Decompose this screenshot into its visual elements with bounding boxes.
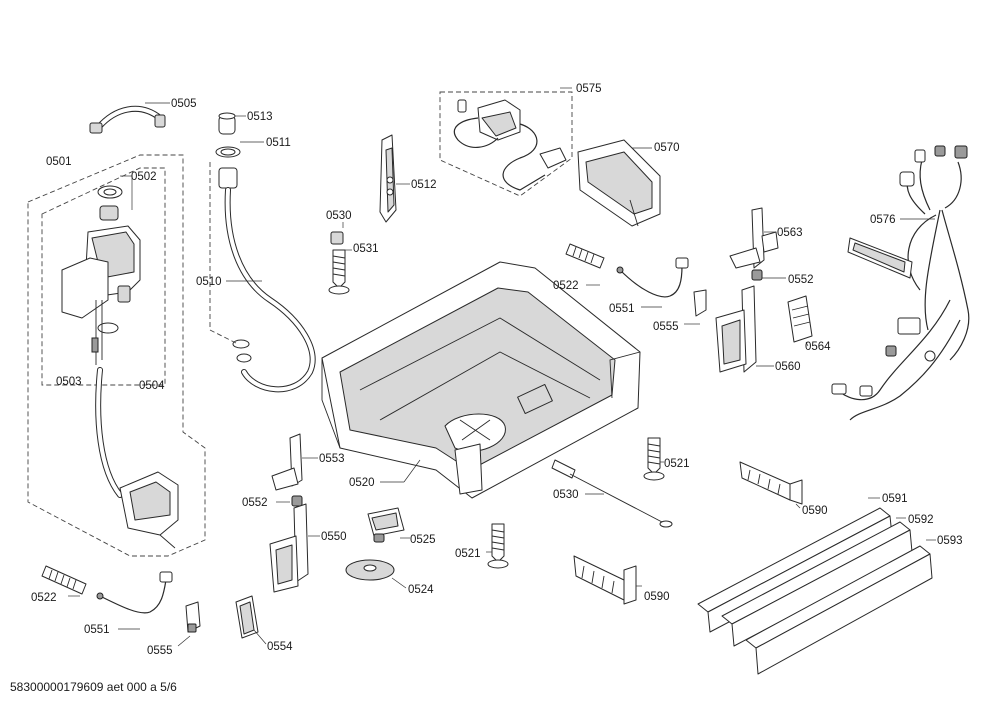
part-0590-latch-lower <box>573 555 642 605</box>
part-0552-spring-clip-lower <box>276 495 303 507</box>
part-0530-rod <box>551 459 673 528</box>
part-0521-screw-lower <box>486 523 509 569</box>
label-0552: 0552 <box>242 497 268 509</box>
label-0553: 0553 <box>319 453 345 465</box>
part-0564-latch-block <box>787 295 813 347</box>
label-0575: 0575 <box>576 83 602 95</box>
part-0505-hose <box>89 102 170 134</box>
label-0590: 0590 <box>802 505 828 517</box>
label-0530: 0530 <box>326 210 352 222</box>
label-0590: 0590 <box>644 591 670 603</box>
label-0521: 0521 <box>455 548 481 560</box>
part-0502-water-valve <box>61 175 141 365</box>
document-reference-footer: 58300000179609 aet 000 a 5/6 <box>10 680 177 694</box>
part-0522-spring-upper <box>565 243 605 286</box>
label-0513: 0513 <box>247 111 273 123</box>
label-0551: 0551 <box>84 624 110 636</box>
label-0592: 0592 <box>908 514 934 526</box>
label-0502: 0502 <box>131 171 157 183</box>
label-0554: 0554 <box>267 641 293 653</box>
part-0525-catch <box>367 507 410 543</box>
part-0554-bracket <box>235 595 267 645</box>
label-0521: 0521 <box>664 458 690 470</box>
label-0555: 0555 <box>147 645 173 657</box>
part-0551-sensor-cable-lower <box>96 571 173 630</box>
part-0524-disc <box>345 559 407 589</box>
label-0522: 0522 <box>31 592 57 604</box>
part-labels: 0505 0513 0511 0501 0502 0510 0503 0504 … <box>31 83 963 657</box>
label-0503: 0503 <box>56 376 82 388</box>
part-0563-hinge-bracket <box>729 207 779 269</box>
part-0504-inlet-hose <box>95 367 179 549</box>
label-0530: 0530 <box>553 489 579 501</box>
part-0593-plinth-panel <box>745 539 936 675</box>
part-0513-cap <box>218 112 246 135</box>
label-0551: 0551 <box>609 303 635 315</box>
part-0555-clip-lower <box>177 601 201 647</box>
part-0512-air-break <box>379 134 410 223</box>
label-0522: 0522 <box>553 280 579 292</box>
part-0530-nut <box>330 222 344 245</box>
label-0563: 0563 <box>777 227 803 239</box>
label-0524: 0524 <box>408 584 434 596</box>
part-0522-spring-lower <box>41 565 87 597</box>
part-0590-latch-upper <box>739 461 803 509</box>
part-0575-pump <box>453 99 567 191</box>
part-0551-sensor-cable-upper <box>616 257 689 308</box>
label-0552: 0552 <box>788 274 814 286</box>
part-0521-screw-upper <box>643 437 665 481</box>
label-0560: 0560 <box>775 361 801 373</box>
part-0511-clamp <box>215 141 264 158</box>
part-0510-drain-hose <box>209 162 316 393</box>
part-0552-spring-clip-top <box>751 269 786 281</box>
part-0520-base-tub <box>321 261 641 499</box>
label-0520: 0520 <box>349 477 375 489</box>
part-0576-wiring-harness <box>831 145 970 421</box>
label-0511: 0511 <box>266 137 291 149</box>
label-0531: 0531 <box>353 243 379 255</box>
label-0555: 0555 <box>653 321 679 333</box>
part-0592-plinth-panel <box>721 517 913 647</box>
assembly-0575-dashed-outline <box>439 87 573 197</box>
label-0570: 0570 <box>654 142 680 154</box>
label-0510: 0510 <box>196 276 222 288</box>
part-0550-hinge-plate <box>269 503 320 593</box>
label-0593: 0593 <box>937 535 963 547</box>
part-0555-clip-upper <box>684 289 707 325</box>
label-0512: 0512 <box>411 179 437 191</box>
label-0550: 0550 <box>321 531 347 543</box>
label-0525: 0525 <box>410 534 436 546</box>
label-0504: 0504 <box>139 380 165 392</box>
label-0576: 0576 <box>870 214 896 226</box>
label-0564: 0564 <box>805 341 831 353</box>
label-0591: 0591 <box>882 493 908 505</box>
label-0505: 0505 <box>171 98 197 110</box>
label-0501: 0501 <box>46 156 72 168</box>
part-0570-heater-box <box>577 139 661 227</box>
part-0560-hinge-plate <box>715 285 774 373</box>
part-0531-screw <box>328 249 352 295</box>
part-0553-hinge-arm <box>271 433 318 491</box>
